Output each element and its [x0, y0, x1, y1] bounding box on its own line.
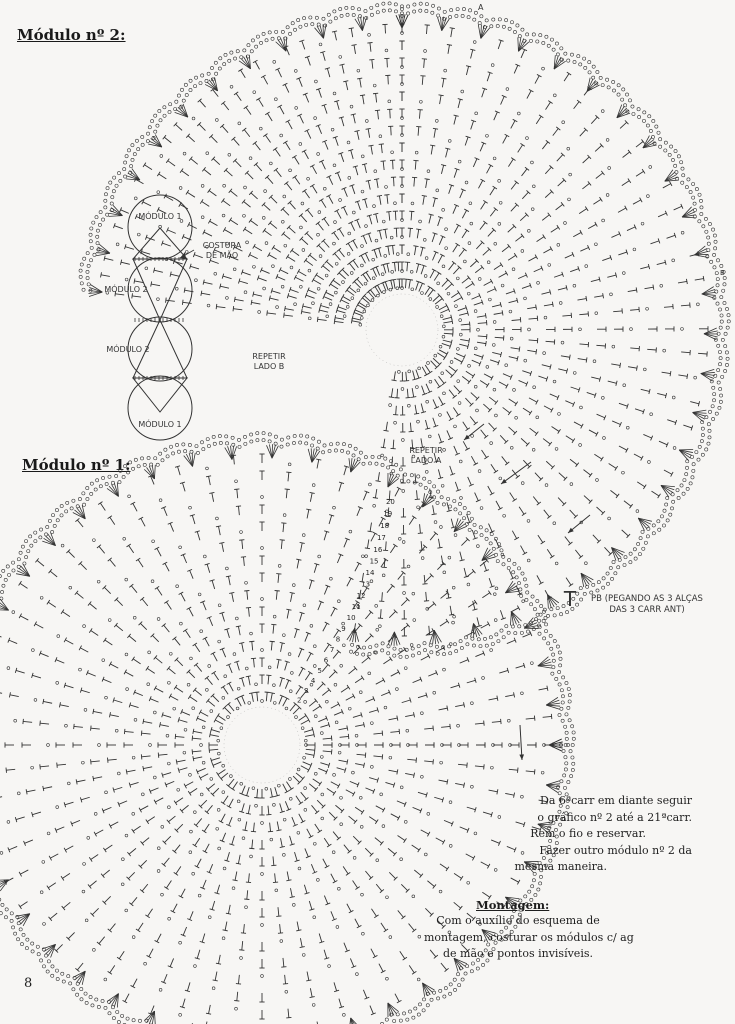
scheme-label-1: MÓDULO 1 — [138, 212, 182, 221]
instruction-line-4: Fazer outro módulo nº 2 da — [539, 843, 692, 857]
row-number: 11 — [352, 603, 361, 611]
row-number: 16 — [373, 546, 382, 554]
scheme-label-3: MÓDULO 2 — [106, 345, 150, 354]
row-number: 5 — [317, 667, 321, 675]
row-number: 2 — [297, 697, 301, 705]
legend-text-line2: DAS 3 CARR ANT) — [609, 605, 685, 615]
row-number: 14 — [366, 569, 375, 577]
montagem-text: Com o auxílio do esquema de montagem, co… — [424, 913, 634, 963]
direction-arrows — [463, 423, 591, 761]
montagem-line-1: Com o auxílio do esquema de — [436, 914, 600, 927]
row-number: 9 — [341, 625, 345, 633]
seam-label-line1: COSTURA — [202, 241, 242, 250]
legend-text-line1: PB (PEGANDO AS 3 ALÇAS — [591, 594, 703, 604]
row-number: 12 — [357, 592, 366, 600]
row-number: 10 — [347, 614, 356, 622]
row-number: 8 — [336, 636, 340, 644]
scheme-label-2: MÓDULO 2 — [104, 285, 148, 294]
repeat-a-line2: LADO A — [410, 456, 442, 465]
assembly-scheme — [127, 194, 195, 441]
montagem-title: Montagem: — [476, 898, 550, 912]
row-number: 7 — [330, 646, 334, 654]
row-number: 13 — [361, 580, 370, 588]
seam-label-line2: DE MÃO — [205, 251, 239, 260]
montagem-line-3: de mão e pontos invisíveis. — [443, 947, 593, 960]
page-number: 8 — [24, 976, 33, 991]
instruction-line-3: Rem o fio e reservar. — [530, 827, 646, 840]
row-number: 6 — [324, 657, 329, 665]
row-number: 17 — [377, 534, 386, 542]
row-number: 4 — [311, 677, 316, 685]
row-number: 20 — [386, 498, 395, 506]
instruction-line-1: Da 6ªcarr em diante seguir — [540, 794, 692, 807]
marker-a: A — [478, 3, 484, 12]
scheme-label-4: MÓDULO 1 — [138, 420, 182, 429]
repeat-b-line1: REPETIR — [252, 352, 286, 361]
legend-symbol: T — [563, 587, 577, 611]
module2-title: Módulo nº 2: — [17, 26, 126, 44]
module1-title: Módulo nº 1: — [22, 456, 131, 474]
instruction-line-2: o gráfico nº 2 até a 21ªcarr. — [537, 810, 692, 824]
repeat-b-line2: LADO B — [253, 362, 285, 371]
row-number: 15 — [370, 557, 379, 565]
row-number: 19 — [383, 510, 392, 518]
row-number: 3 — [304, 687, 308, 695]
repeat-a-line1: REPETIR — [409, 446, 443, 455]
montagem-line-2: montagem, costurar os módulos c/ ag — [424, 930, 634, 944]
module2-chart — [78, 1, 731, 659]
instructions: Da 6ªcarr em diante seguir o gráfico nº … — [484, 793, 693, 876]
instruction-line-5: mesma maneira. — [514, 860, 608, 873]
row-number: 18 — [380, 522, 389, 530]
